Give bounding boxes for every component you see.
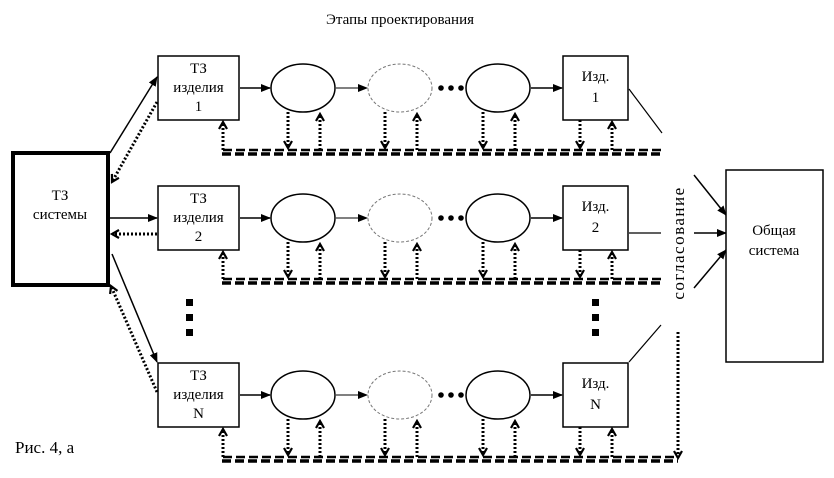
product-row: ТЗ изделия 1 Изд. 1	[157, 55, 662, 156]
link-tzN-to-system	[111, 286, 159, 393]
product-output-line1: Изд.	[582, 199, 610, 215]
stages-ellipsis	[438, 215, 464, 221]
product-tz-tz-line2: изделия	[173, 80, 223, 96]
ellipsis-right	[592, 299, 599, 336]
design-stage-node	[465, 370, 531, 420]
design-stage-node	[465, 63, 531, 113]
product-output-line2: N	[590, 397, 601, 413]
link-system-to-tzN	[111, 253, 158, 363]
design-stage-node	[270, 63, 336, 113]
product-output-line2: 1	[592, 90, 600, 106]
product-output-box: Изд. N	[562, 362, 629, 428]
product-tz-box: ТЗ изделия 1	[157, 55, 240, 121]
link-system-to-tz1	[109, 76, 158, 154]
product-output-line1: Изд.	[582, 376, 610, 392]
product-output-line2: 2	[592, 220, 600, 236]
product-tz-box: ТЗ изделия 2	[157, 185, 240, 251]
link-out1-to-general	[693, 174, 727, 216]
stages-ellipsis	[438, 85, 464, 91]
product-tz-tz-line2: изделия	[173, 387, 223, 403]
product-tz-tz-line2: изделия	[173, 210, 223, 226]
link-tz1-to-system	[110, 101, 159, 182]
product-output-box: Изд. 1	[562, 55, 629, 121]
diagram-title: Этапы проектирования	[326, 12, 474, 28]
product-tz-tz-line3: 1	[195, 99, 203, 115]
link-outN-to-general	[693, 249, 727, 289]
coordination-label: согласование	[669, 186, 688, 299]
design-stage-node-intermediate	[367, 193, 433, 243]
general-system-line1: Общая	[752, 223, 796, 239]
product-tz-tz-line1: ТЗ	[190, 61, 207, 77]
link-out1-slant	[628, 88, 663, 134]
stages-ellipsis	[438, 392, 464, 398]
product-row: ТЗ изделия 2 Изд. 2	[157, 185, 662, 285]
design-stage-node	[270, 370, 336, 420]
system-tz-line1: ТЗ	[52, 188, 69, 204]
figure-caption: Рис. 4, а	[15, 438, 75, 457]
design-stage-node-intermediate	[367, 370, 433, 420]
design-stage-node	[270, 193, 336, 243]
design-stage-node	[465, 193, 531, 243]
general-system-line2: система	[749, 243, 800, 259]
product-output-line1: Изд.	[582, 69, 610, 85]
link-outN-slant	[628, 324, 662, 363]
product-rows: ТЗизделия1Изд.1ТЗизделия2Изд.2ТЗизделияN…	[157, 55, 678, 463]
system-tz-line2: системы	[33, 207, 87, 223]
product-tz-tz-line1: ТЗ	[190, 368, 207, 384]
system-links	[109, 76, 159, 393]
output-links	[628, 88, 727, 458]
design-stage-node-intermediate	[367, 63, 433, 113]
product-tz-tz-line1: ТЗ	[190, 191, 207, 207]
product-tz-tz-line3: N	[193, 406, 204, 422]
product-output-box: Изд. 2	[562, 185, 629, 251]
product-tz-tz-line3: 2	[195, 229, 203, 245]
system-tz-box: ТЗ системы	[11, 151, 110, 287]
ellipsis-left	[186, 299, 193, 336]
general-system-box: Общая система	[725, 169, 824, 363]
